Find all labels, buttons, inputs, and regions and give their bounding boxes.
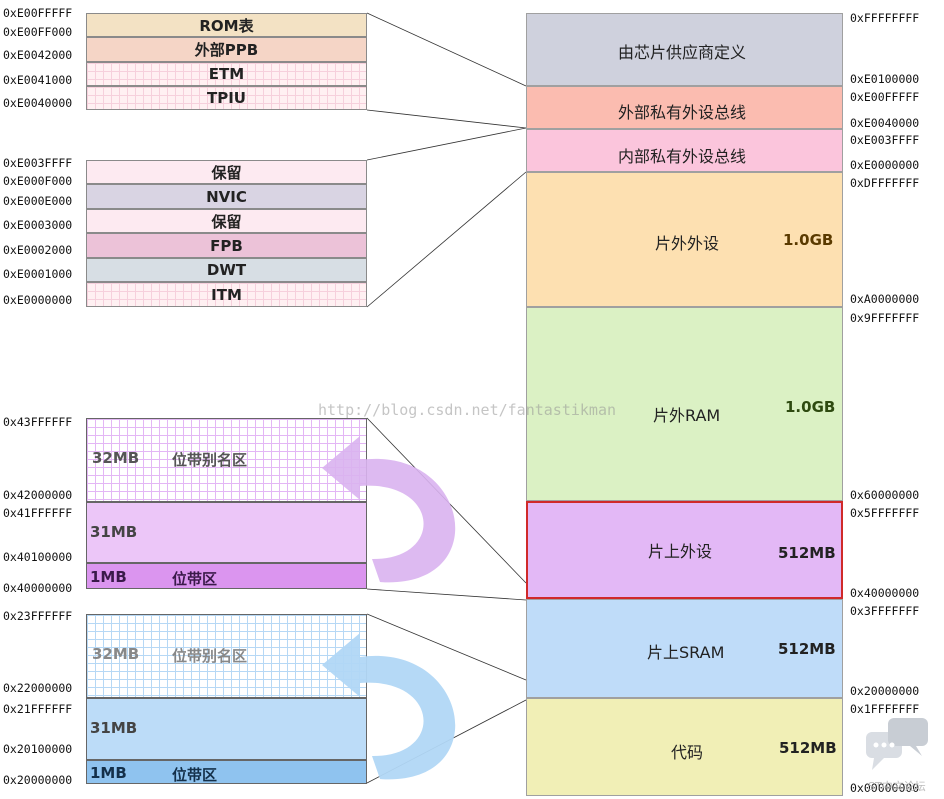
address-label: 0x40000000 [3,581,73,595]
address-label: 0xE0000000 [850,158,920,172]
address-label: 0xE0040000 [850,116,920,130]
region-size: 512MB [779,739,837,757]
region-name: 片上SRAM [647,643,725,662]
region-name: 片外外设 [655,234,720,253]
address-label: 0x20000000 [850,684,920,698]
address-label: 0xE0003000 [3,218,73,232]
address-label: 0xE0041000 [3,73,73,87]
alias-label: 位带别名区 [172,451,248,469]
ppb-block-external-ppb: 外部PPB [86,37,367,62]
mid-size: 31MB [90,719,138,737]
ppb-block-dwt: DWT [86,258,367,282]
forum-logo-icon [866,718,928,770]
bitband-alias-region: 32MB 位带别名区 [86,614,367,698]
address-label: 0x21FFFFFF [3,702,73,716]
region-name: 内部私有外设总线 [618,147,747,166]
map-region-peripheral: 片上外设 512MB [526,501,843,599]
address-label: 0xE00FF000 [3,25,73,39]
bitband-region: 1MB 位带区 [86,760,367,784]
address-label: 0xA0000000 [850,292,920,306]
map-region-vendor: 由芯片供应商定义 [526,13,843,86]
region-name: 代码 [671,743,704,762]
alias-size: 32MB [92,449,140,467]
map-region-sram: 片上SRAM 512MB [526,599,843,698]
address-label: 0xE0042000 [3,48,73,62]
forum-logo-text: ST中文论坛 [868,780,926,793]
address-label: 0x41FFFFFF [3,506,73,520]
address-label: 0x20000000 [3,773,73,787]
region-size: 1.0GB [783,231,834,249]
address-label: 0xE003FFFF [850,133,920,147]
address-label: 0xE000E000 [3,194,73,208]
region-size: 1MB [90,764,127,782]
region-size: 1MB [90,568,127,586]
address-label: 0xE0001000 [3,267,73,281]
address-label: 0x40000000 [850,586,920,600]
address-label: 0x3FFFFFFF [850,604,920,618]
address-label: 0xE00FFFFF [3,6,73,20]
address-label: 0x00000000 [850,781,920,795]
address-label: 0xE000F000 [3,174,73,188]
map-region-external-device: 片外外设 1.0GB [526,172,843,307]
address-label: 0x22000000 [3,681,73,695]
map-region-external-ppb: 外部私有外设总线 [526,86,843,129]
region-size: 512MB [778,544,836,562]
ppb-block-nvic: NVIC [86,184,367,209]
address-label: 0x1FFFFFFF [850,702,920,716]
address-label: 0x23FFFFFF [3,609,73,623]
bitband-alias-region: 32MB 位带别名区 [86,418,367,502]
map-region-code: 代码 512MB [526,698,843,796]
map-region-external-ram: 片外RAM 1.0GB [526,307,843,501]
address-label: 0x60000000 [850,488,920,502]
address-label: 0xE0100000 [850,72,920,86]
periph-curved-arrow [322,436,456,583]
ppb-block-fpb: FPB [86,233,367,258]
ppb-block-itm: ITM [86,282,367,307]
address-label: 0xFFFFFFFF [850,11,920,25]
address-label: 0xE003FFFF [3,156,73,170]
ppb-block-reserved: 保留 [86,209,367,233]
ppb-block-etm: ETM [86,62,367,86]
region-label: 位带区 [172,766,218,784]
bitband-mid-region: 31MB [86,502,367,563]
ppb-block-reserved: 保留 [86,160,367,184]
region-name: 片外RAM [653,406,721,425]
address-label: 0xE0002000 [3,243,73,257]
address-label: 0x5FFFFFFF [850,506,920,520]
mid-size: 31MB [90,523,138,541]
address-label: 0x9FFFFFFF [850,311,920,325]
map-region-internal-ppb: 内部私有外设总线 [526,129,843,172]
address-label: 0x42000000 [3,488,73,502]
alias-size: 32MB [92,645,140,663]
ppb-block-tpiu: TPIU [86,86,367,110]
address-label: 0xE0000000 [3,293,73,307]
region-size: 1.0GB [785,398,836,416]
region-name: 外部私有外设总线 [618,103,747,122]
ppb-block-rom-table: ROM表 [86,13,367,37]
address-label: 0xE00FFFFF [850,90,920,104]
region-name: 片上外设 [648,542,713,561]
region-size: 512MB [778,640,836,658]
alias-label: 位带别名区 [172,647,248,665]
address-label: 0x43FFFFFF [3,415,73,429]
sram-curved-arrow [322,633,456,780]
address-label: 0x20100000 [3,742,73,756]
region-label: 位带区 [172,570,218,588]
watermark: http://blog.csdn.net/fantastikman [318,401,617,419]
bitband-region: 1MB 位带区 [86,563,367,589]
address-label: 0x40100000 [3,550,73,564]
address-label: 0xE0040000 [3,96,73,110]
address-label: 0xDFFFFFFF [850,176,920,190]
bitband-mid-region: 31MB [86,698,367,760]
region-name: 由芯片供应商定义 [618,43,747,62]
